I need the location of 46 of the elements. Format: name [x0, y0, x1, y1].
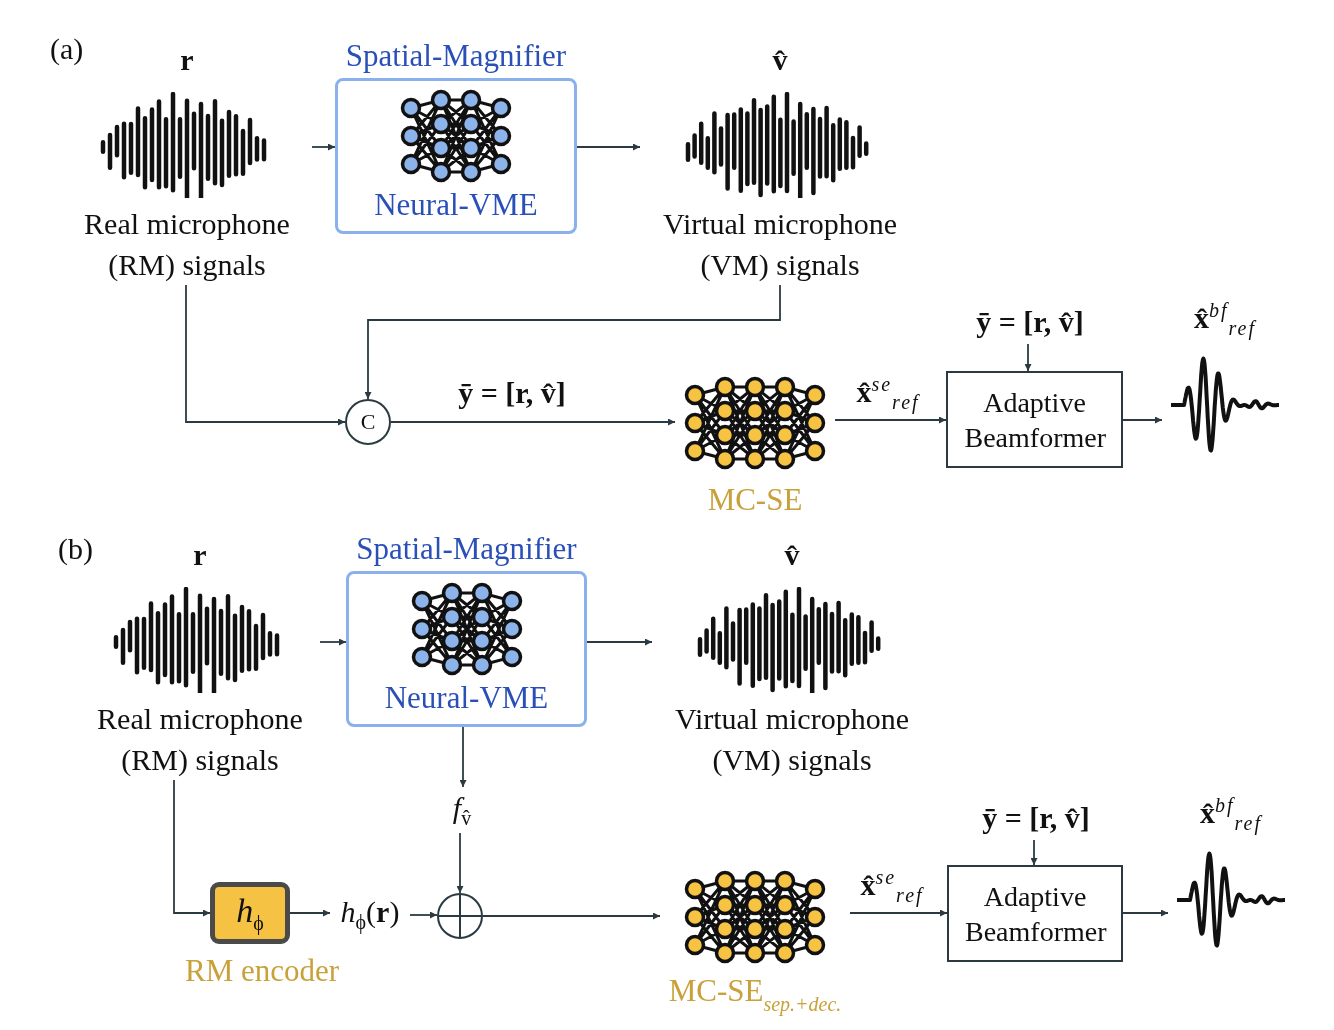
- model-name: MC-SE: [707, 482, 803, 518]
- arrow: [289, 909, 331, 917]
- arrow: [459, 726, 467, 788]
- sum-circle: [437, 893, 483, 939]
- arrow: [1030, 839, 1038, 866]
- signal-caption: Virtual microphone (VM) signals: [674, 701, 910, 778]
- model-name: Neural-VME: [374, 187, 538, 223]
- signal-symbol: v̂: [772, 42, 788, 78]
- arrow: [173, 779, 211, 917]
- arrow: [456, 832, 464, 894]
- encoder-caption: RM encoder: [185, 953, 340, 989]
- arrow: [319, 638, 347, 646]
- process-box: [947, 865, 1123, 962]
- arrow: [586, 638, 653, 646]
- panel-label: (b): [58, 532, 93, 566]
- math-label: h$_{ϕ}$(r): [340, 896, 400, 932]
- signal-symbol: r: [180, 42, 194, 78]
- signal-caption: Real microphone (RM) signals: [83, 206, 291, 283]
- module-title: Spatial-Magnifier: [344, 37, 568, 75]
- signal-caption: Real microphone (RM) signals: [96, 701, 304, 778]
- concat-circle: C: [345, 399, 391, 445]
- arrow: [849, 909, 948, 917]
- arrow: [409, 911, 438, 919]
- model-name: Neural-VME: [384, 680, 549, 716]
- math-label: ȳ = [r, v̂]: [976, 307, 1084, 337]
- arrow: [311, 143, 336, 151]
- signal-caption: Virtual microphone (VM) signals: [662, 206, 898, 283]
- math-label: ȳ = [r, v̂]: [982, 803, 1090, 833]
- box-label: Adaptive Beamformer: [965, 879, 1105, 949]
- arrow: [390, 418, 676, 426]
- module-title: Spatial-Magnifier: [355, 530, 578, 568]
- box-label: Adaptive Beamformer: [964, 385, 1105, 455]
- signal-symbol: r: [193, 537, 207, 573]
- model-name: MC-SE$_{sep.+dec.}$: [668, 973, 842, 1018]
- arrow: [834, 416, 947, 424]
- arrow: [576, 143, 641, 151]
- arrow: [1122, 416, 1163, 424]
- panel-label: (a): [50, 32, 84, 66]
- arrow: [1024, 343, 1032, 372]
- arrow: [364, 284, 781, 400]
- signal-symbol: v̂: [784, 537, 800, 573]
- arrow: [185, 284, 346, 426]
- math-label: f$_{v̂}$: [452, 792, 472, 828]
- process-box: [946, 371, 1123, 468]
- arrow: [1122, 909, 1169, 917]
- arrow: [482, 912, 661, 920]
